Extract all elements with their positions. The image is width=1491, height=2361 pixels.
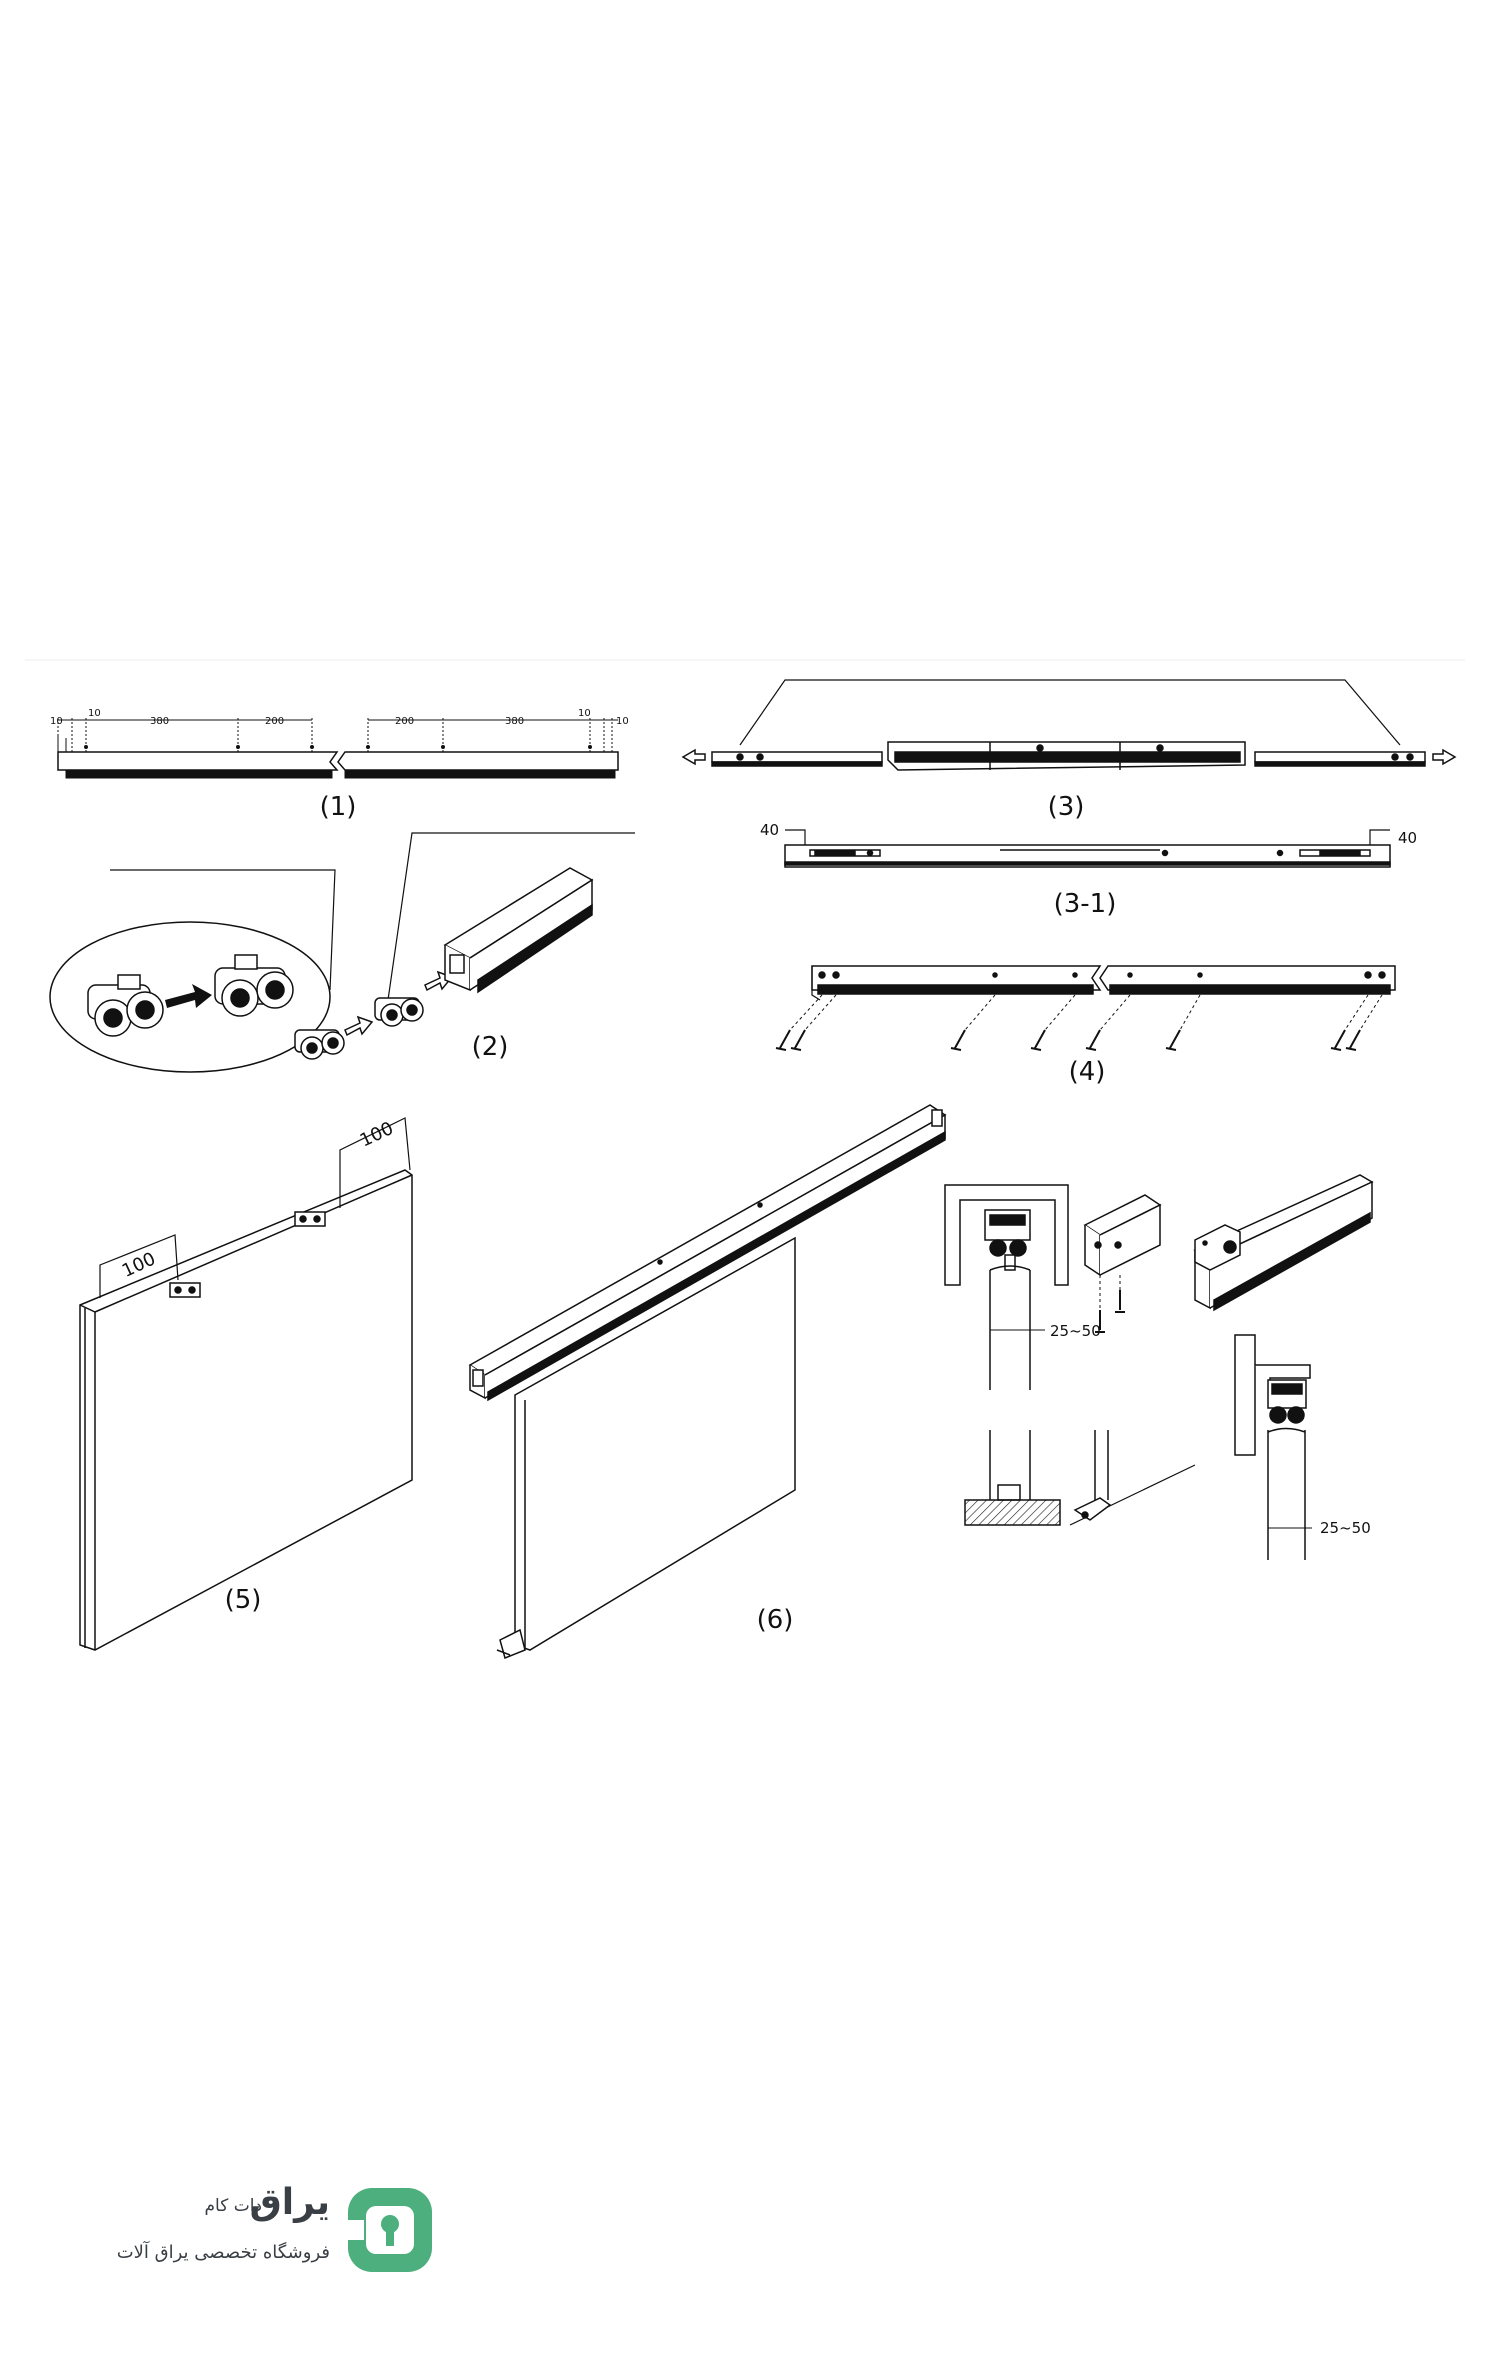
step-6-hung-door: [468, 1104, 947, 1660]
dim-200-right: 200: [395, 716, 414, 727]
step-5-door: [79, 1117, 413, 1651]
dim-10-right: 10: [616, 716, 629, 727]
gap-dimension-lines: [1030, 1329, 1312, 1529]
step-3-assembly: [681, 679, 1457, 771]
step-5-label: (5): [225, 1585, 262, 1615]
detail-cross-sections: [944, 1174, 1374, 1560]
dim-380-right: 380: [505, 716, 524, 727]
step-2-label: (2): [472, 1032, 509, 1062]
step-4-screws: [775, 965, 1396, 1051]
dim-gap-bottom: 25~50: [1320, 1519, 1371, 1537]
brand-logo: یراق دات کام فروشگاه تخصصی یراق آلات: [100, 2180, 440, 2300]
dim-10-left: 10: [50, 716, 63, 727]
dim-10-right-inner: 10: [578, 708, 591, 719]
step-2-rollers: [49, 832, 635, 1073]
dim-10-left-inner: 10: [88, 708, 101, 719]
brand-tagline: فروشگاه تخصصی یراق آلات: [116, 2242, 330, 2263]
dim-40-right: 40: [1398, 829, 1417, 847]
step-3-1-stoppers: [784, 829, 1391, 868]
logo-mark-icon: [348, 2188, 432, 2272]
step-3-1-label: (3-1): [1054, 889, 1117, 919]
step-1-rail: [57, 718, 619, 779]
dim-40-left: 40: [760, 821, 779, 839]
dim-200-left: 200: [265, 716, 284, 727]
step-3-label: (3): [1048, 792, 1085, 822]
step-6-label: (6): [757, 1605, 794, 1635]
step-1-label: (1): [320, 792, 357, 822]
dim-gap-top: 25~50: [1050, 1322, 1101, 1340]
dim-100-right: 100: [357, 1118, 397, 1152]
brand-suffix: دات کام: [204, 2196, 263, 2216]
dim-380-left: 380: [150, 716, 169, 727]
brand-name: یراق: [249, 2182, 330, 2223]
step-4-label: (4): [1069, 1057, 1106, 1087]
